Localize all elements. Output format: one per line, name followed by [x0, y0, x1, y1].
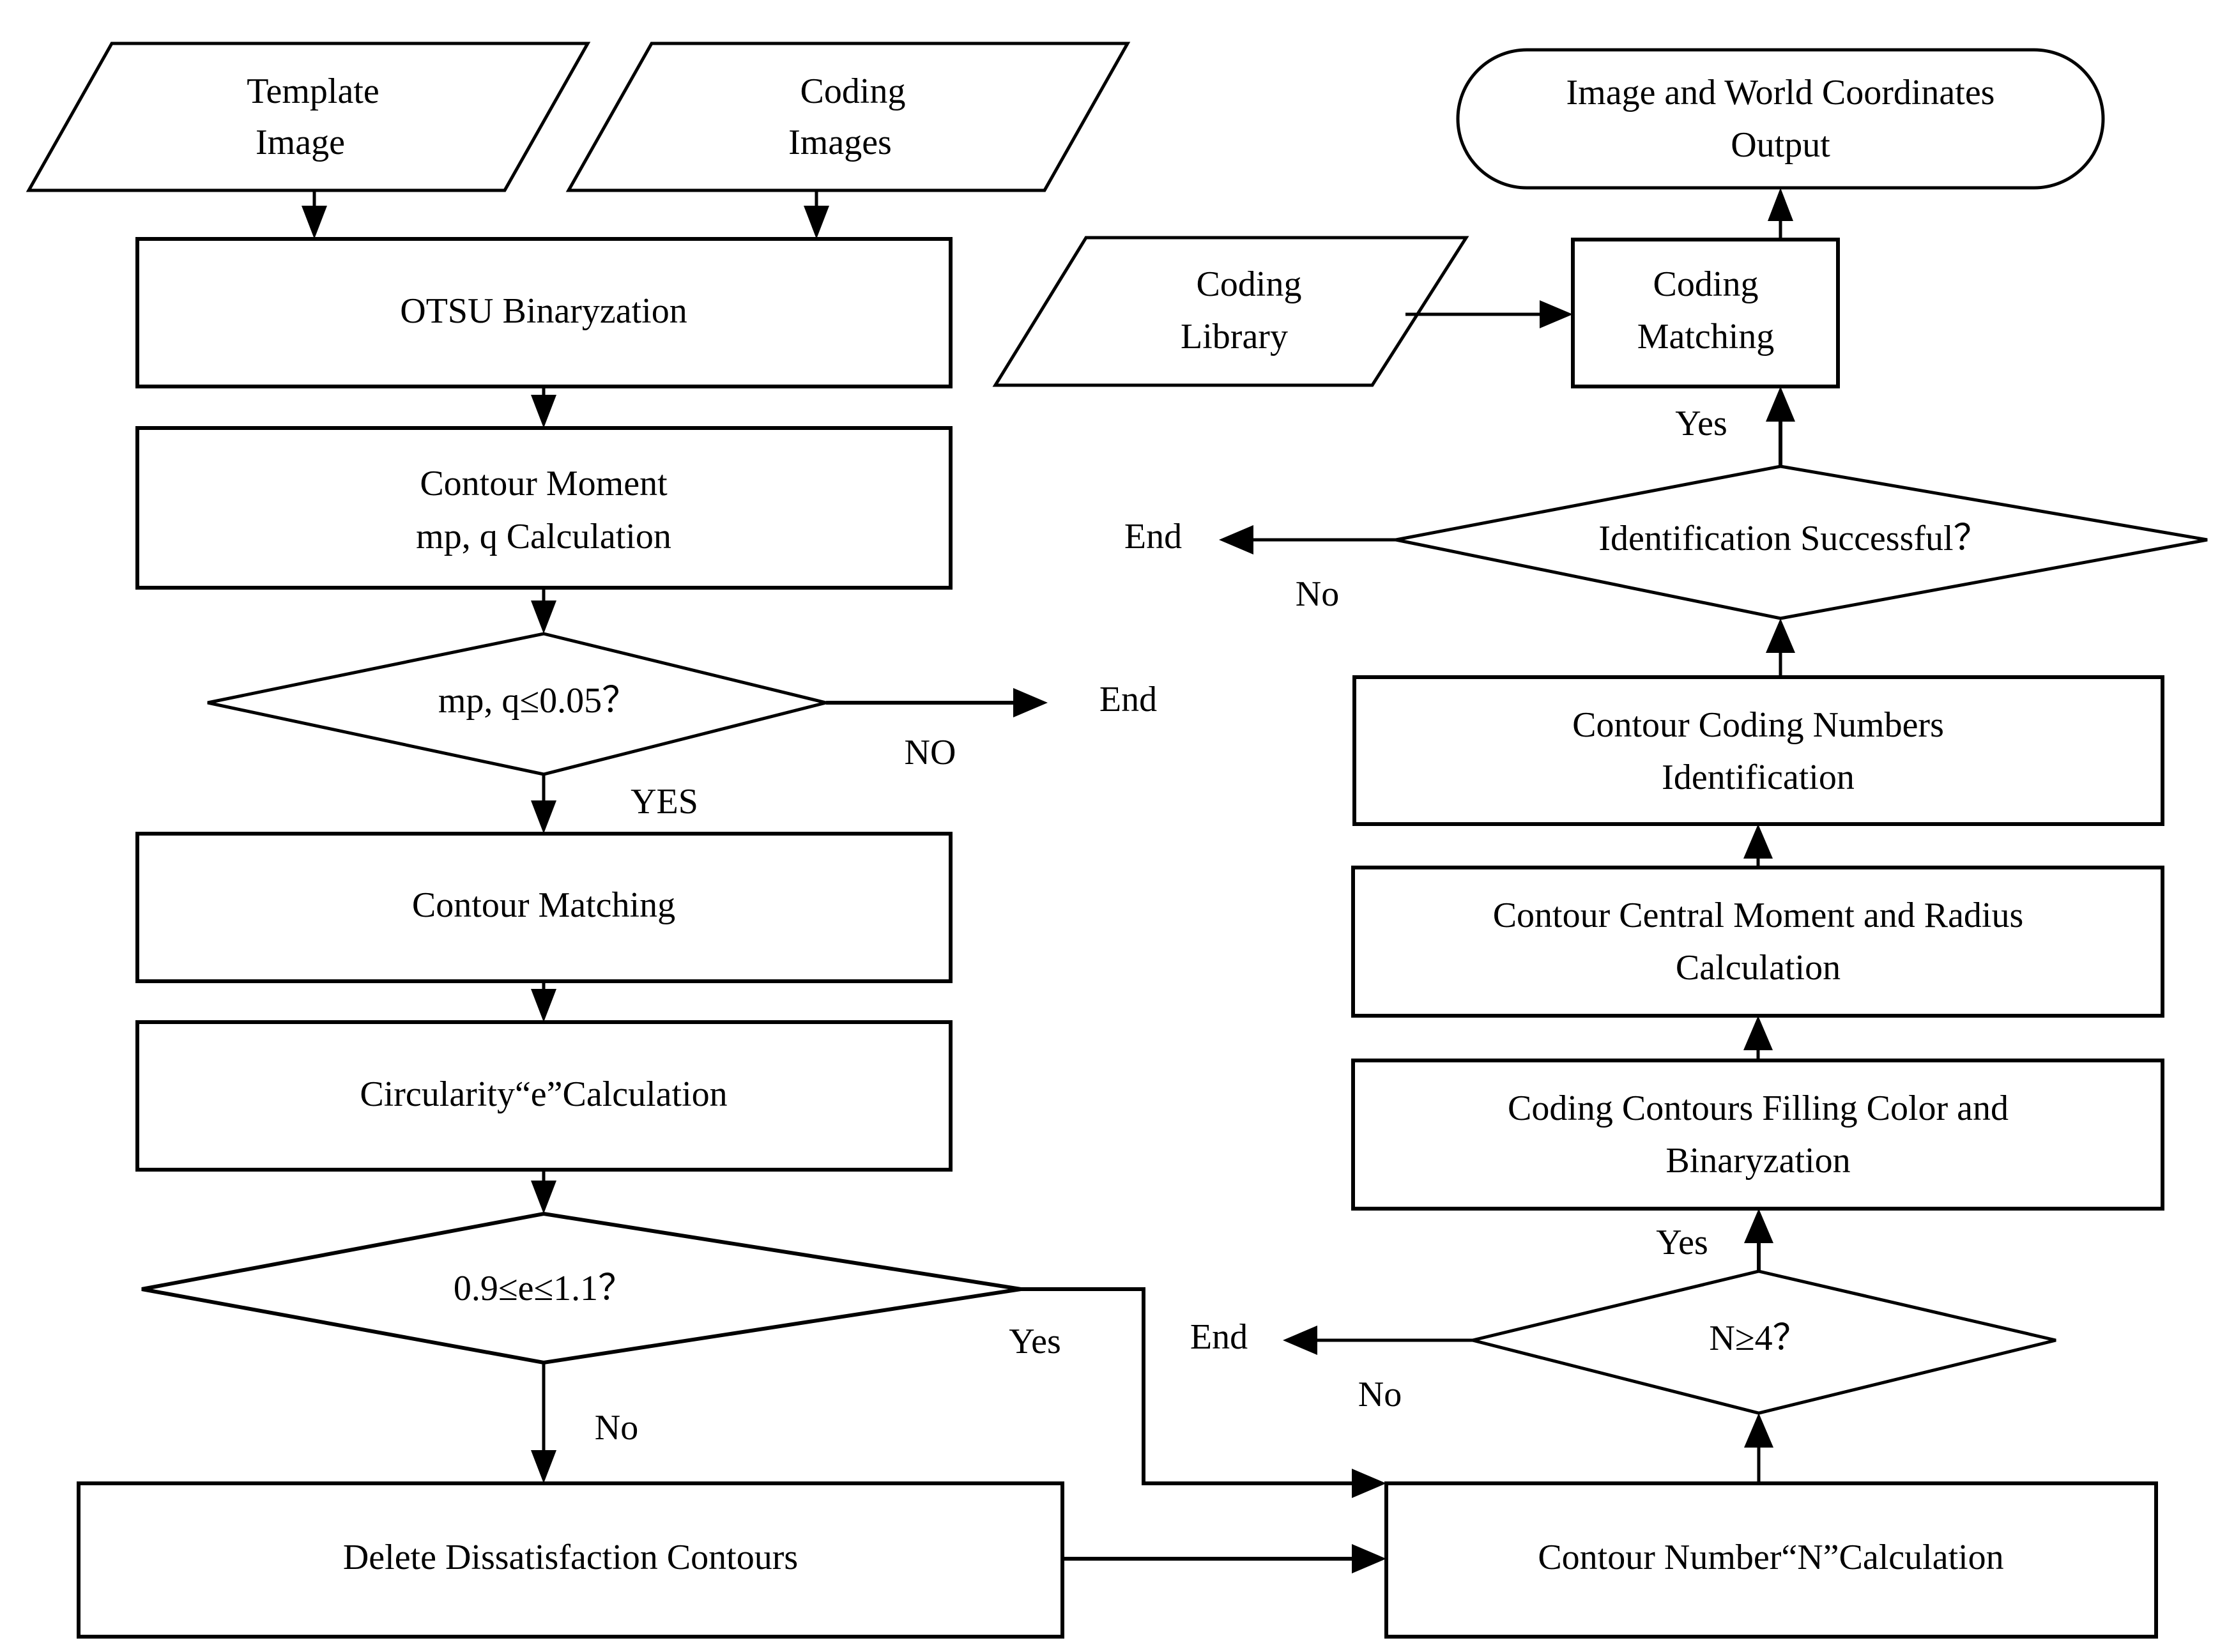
node-template-image-label-1: Template [247, 72, 379, 111]
edge-identification-no: No [1219, 525, 1396, 614]
edge-coding-matching-to-output [1768, 188, 1793, 240]
node-coding-contours-filling-label-2: Binaryzation [1665, 1141, 1850, 1181]
node-contour-central-moment[interactable]: Contour Central Moment and Radius Calcul… [1351, 866, 2164, 1018]
node-moment-threshold-decision[interactable]: mp, q≤0.05？ [207, 632, 827, 776]
node-coding-images-label-1: Coding [800, 72, 906, 111]
node-contour-matching[interactable]: Contour Matching [135, 832, 953, 983]
edge-circularity-no: No [531, 1363, 638, 1483]
node-identification-decision-label: Identification Successful？ [1598, 519, 1989, 558]
node-circularity-range-decision[interactable]: 0.9≤e≤1.1？ [141, 1211, 1022, 1365]
node-coding-images-label-2: Images [788, 123, 892, 162]
edge-label-n-yes: Yes [1656, 1223, 1708, 1262]
node-contour-coding-numbers[interactable]: Contour Coding Numbers Identification [1352, 675, 2164, 826]
node-identification-decision[interactable]: Identification Successful？ [1395, 464, 2208, 620]
terminal-end-moment: End [1099, 680, 1157, 719]
terminal-end-n: End [1190, 1317, 1248, 1357]
edge-label-circularity-no: No [595, 1408, 638, 1448]
edge-codingimages-to-otsu [804, 190, 829, 239]
contour-moment-italic-mpq: mp, q [416, 517, 498, 556]
node-coding-contours-filling[interactable]: Coding Contours Filling Color and Binary… [1351, 1059, 2164, 1211]
node-coding-images[interactable]: Coding Images [565, 42, 1131, 192]
node-output-terminator-label-1: Image and World Coordinates [1566, 73, 1995, 112]
node-coding-library-label-1: Coding [1197, 264, 1302, 304]
node-n-decision[interactable]: N≥4？ [1472, 1269, 2056, 1415]
contour-moment-calc-word: Calculation [498, 517, 671, 556]
edge-circularity-yes: Yes [1009, 1287, 1386, 1498]
node-coding-matching[interactable]: Coding Matching [1571, 238, 1840, 388]
node-coding-library-label-2: Library [1181, 317, 1288, 356]
node-circularity-calculation[interactable]: Circularity“e”Calculation [135, 1020, 953, 1172]
node-delete-dissatisfaction-contours[interactable]: Delete Dissatisfaction Contours [77, 1481, 1064, 1639]
node-contour-number-calculation-label: Contour Number“N”Calculation [1538, 1538, 2003, 1577]
node-template-image-label-2: Image [256, 123, 345, 162]
node-coding-contours-filling-label-1: Coding Contours Filling Color and [1508, 1089, 2009, 1128]
edge-identification-yes: Yes [1675, 386, 1795, 466]
node-moment-threshold-decision-label: mp, q≤0.05？ [438, 681, 638, 721]
edge-label-moment-no: NO [905, 733, 956, 772]
edge-otsu-to-contour-moment [531, 386, 556, 428]
node-coding-matching-label-2: Matching [1637, 317, 1775, 356]
node-contour-coding-numbers-label-2: Identification [1662, 758, 1855, 797]
node-coding-library[interactable]: Coding Library [992, 236, 1469, 387]
edge-label-identification-no: No [1296, 574, 1339, 614]
node-contour-matching-label: Contour Matching [412, 885, 675, 925]
edge-circularity-to-decision [531, 1170, 556, 1214]
edge-label-identification-yes: Yes [1675, 404, 1727, 443]
node-n-decision-label: N≥4？ [1709, 1319, 1808, 1358]
edge-central-moment-to-coding-numbers [1743, 824, 1773, 868]
edge-filling-to-central-moment [1743, 1016, 1773, 1060]
node-circularity-range-decision-label: 0.9≤e≤1.1？ [454, 1269, 634, 1308]
edge-label-circularity-yes: Yes [1009, 1322, 1060, 1361]
node-delete-dissatisfaction-contours-label: Delete Dissatisfaction Contours [343, 1538, 798, 1577]
edge-moment-decision-no: NO [826, 688, 1048, 772]
edge-n-yes: Yes [1656, 1209, 1773, 1271]
node-otsu-binaryzation[interactable]: OTSU Binaryzation [135, 237, 953, 388]
node-contour-moment[interactable]: Contour Moment mp, q Calculation [135, 426, 953, 590]
edge-coding-library-to-matching [1405, 300, 1573, 328]
node-circularity-calculation-label: Circularity“e”Calculation [360, 1075, 727, 1114]
node-coding-matching-label-1: Coding [1653, 264, 1759, 304]
node-contour-central-moment-label-1: Contour Central Moment and Radius [1493, 896, 2024, 935]
node-contour-coding-numbers-label-1: Contour Coding Numbers [1572, 705, 1944, 745]
edge-n-no: No [1283, 1326, 1473, 1414]
node-contour-moment-label-2: mp, q Calculation [416, 517, 671, 556]
edge-label-moment-yes: YES [631, 782, 698, 822]
edge-label-n-no: No [1358, 1375, 1402, 1414]
moment-decision-rest: ≤0.05？ [519, 681, 638, 721]
node-output-terminator[interactable]: Image and World Coordinates Output [1456, 48, 2105, 190]
moment-decision-italic-mpq: mp, q [438, 681, 520, 721]
node-otsu-binaryzation-label: OTSU Binaryzation [400, 291, 687, 331]
edge-delete-to-contour-number [1062, 1544, 1386, 1573]
edge-contour-number-to-n-decision [1744, 1413, 1773, 1483]
node-contour-number-calculation[interactable]: Contour Number“N”Calculation [1384, 1481, 2158, 1639]
edge-moment-decision-yes: YES [531, 774, 698, 834]
node-template-image[interactable]: Template Image [26, 42, 591, 192]
terminal-end-identification: End [1124, 517, 1182, 556]
node-contour-moment-label-1: Contour Moment [420, 464, 668, 503]
edge-contour-moment-to-decision [531, 588, 556, 634]
node-output-terminator-label-2: Output [1731, 125, 1830, 165]
edge-template-to-otsu [302, 190, 327, 239]
edge-contour-matching-to-circularity [531, 981, 556, 1022]
node-contour-central-moment-label-2: Calculation [1676, 948, 1841, 988]
edge-coding-numbers-to-identification [1766, 618, 1795, 677]
